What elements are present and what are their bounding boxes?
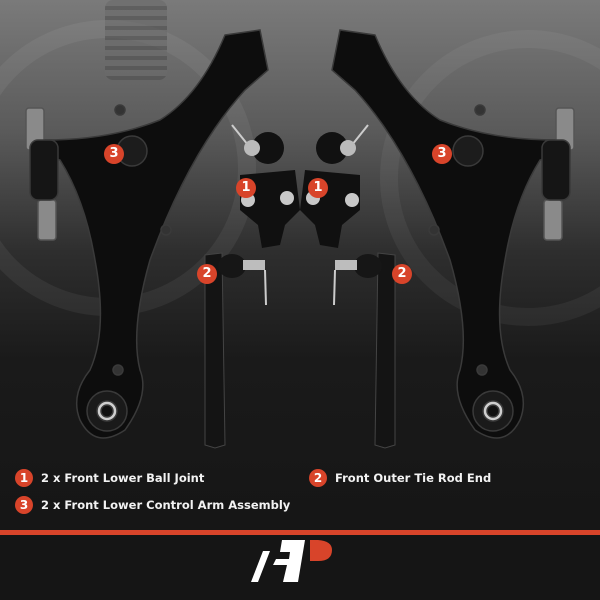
- right-control-arm: [331, 29, 575, 439]
- brand-footer: [0, 535, 600, 600]
- callout-badge-control-arm-left: 3: [104, 144, 124, 164]
- legend-number-badge: 3: [15, 496, 33, 514]
- left-control-arm: [25, 29, 269, 439]
- legend-number-badge: 1: [15, 469, 33, 487]
- legend-item-control-arm: 3 2 x Front Lower Control Arm Assembly: [15, 496, 290, 514]
- background-coil-spring: [105, 0, 167, 80]
- legend-label: 2 x Front Lower Control Arm Assembly: [41, 498, 291, 512]
- callout-badge-ball-joint-right: 1: [308, 178, 328, 198]
- legend-label: Front Outer Tie Rod End: [335, 471, 492, 485]
- brand-logo-icon: [251, 540, 332, 582]
- legend-item-tie-rod-end: 2 Front Outer Tie Rod End: [309, 469, 491, 487]
- legend-label: 2 x Front Lower Ball Joint: [41, 471, 205, 485]
- left-tie-rod-end: [204, 252, 267, 449]
- right-tie-rod-end: [333, 252, 396, 449]
- callout-badge-ball-joint-left: 1: [236, 178, 256, 198]
- legend-item-ball-joint: 1 2 x Front Lower Ball Joint: [15, 469, 204, 487]
- callout-badge-control-arm-right: 3: [432, 144, 452, 164]
- callout-badge-tie-rod-right: 2: [392, 264, 412, 284]
- accent-divider: [0, 530, 600, 535]
- callout-badge-tie-rod-left: 2: [197, 264, 217, 284]
- legend-number-badge: 2: [309, 469, 327, 487]
